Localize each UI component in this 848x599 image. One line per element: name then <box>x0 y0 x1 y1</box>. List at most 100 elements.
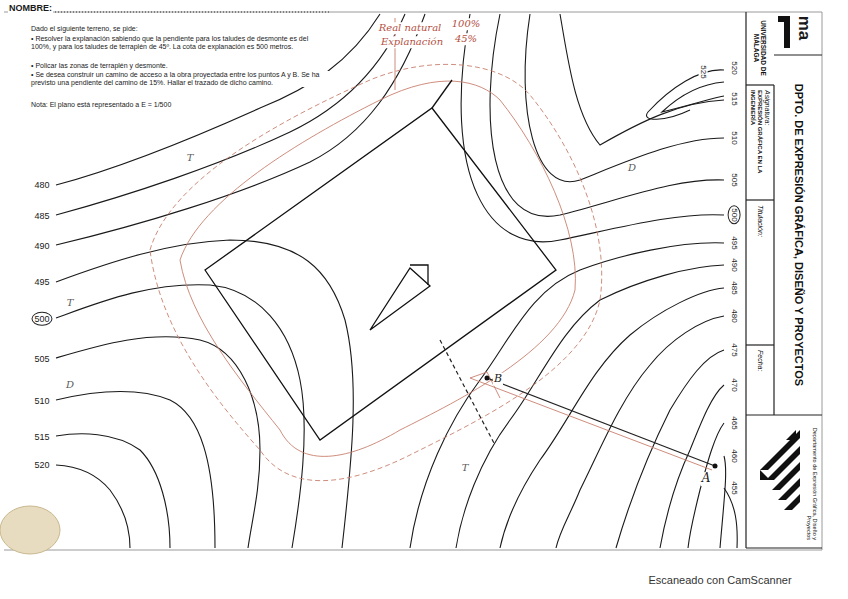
handwritten-note: 100% <box>451 18 482 30</box>
instruction-text: • Policar las zonas de terraplén y desmo… <box>30 62 169 70</box>
contour-lines-part <box>461 14 724 242</box>
cell-text: Asignatura: <box>763 90 771 194</box>
access-road-part <box>487 378 715 466</box>
contour-elevation: 515 <box>34 432 49 442</box>
department-logo-part <box>784 494 800 510</box>
point-label: A <box>701 472 712 486</box>
name-field: NOMBRE: <box>8 3 53 13</box>
cell-text: UNIVERSIDAD DE MÁLAGA <box>753 16 768 80</box>
contour-elevation: 520 <box>729 61 738 74</box>
tape-blob <box>0 506 60 554</box>
contour-lines-part <box>720 456 726 548</box>
fill-zone-mark: T <box>461 462 470 474</box>
name-dots <box>52 12 330 13</box>
title-block-lines-part <box>774 54 822 55</box>
subject-cell: Asignatura:EXPRESIÓN GRÁFICA EN LA INGEN… <box>747 87 773 197</box>
contour-lines-part <box>56 434 170 548</box>
contour-elevation: 515 <box>729 92 738 105</box>
university-cell: UNIVERSIDAD DE MÁLAGA <box>747 13 773 83</box>
contour-lines-part <box>660 385 724 548</box>
contour-lines-part <box>724 488 737 548</box>
cell-text: DPTO. DE EXPRESIÓN GRÁFICA, DISEÑO Y PRO… <box>792 66 805 405</box>
fill-zone-mark: T <box>66 297 75 309</box>
contour-elevation: 510 <box>729 131 738 144</box>
university-logo <box>778 16 790 48</box>
department-logo <box>760 430 800 510</box>
contour-elevation: 465 <box>729 416 738 429</box>
note-text: Nota: El plano está representado a E = 1… <box>30 101 172 109</box>
contour-elevation: 455 <box>729 481 738 494</box>
contour-elevation: 495 <box>729 236 738 249</box>
sheet-edge <box>4 12 822 550</box>
contour-lines-part <box>56 240 353 548</box>
department-logo-cell: Departamento de Expresión Gráfica, Diseñ… <box>748 417 820 543</box>
contour-lines-part <box>556 316 724 548</box>
contour-lines-part <box>646 70 724 119</box>
construction-lines <box>150 18 712 481</box>
contour-lines-part <box>56 285 304 548</box>
cut-zone-mark: D <box>627 162 637 174</box>
contour-elevation: 475 <box>729 343 738 356</box>
road-points-part <box>713 464 718 469</box>
title-block-lines-part <box>746 414 822 415</box>
department-logo-part <box>786 430 796 440</box>
contour-elevation: 490 <box>34 241 49 251</box>
contour-elevation: 505 <box>729 173 738 186</box>
degree-cell: Titulación: <box>747 202 773 342</box>
contour-elevation: 500 <box>727 205 740 224</box>
sheet-edge-part <box>4 12 822 550</box>
contour-lines-part <box>500 288 724 548</box>
tape-blob-part <box>0 506 60 554</box>
contour-elevation: 485 <box>729 281 738 294</box>
title-block-lines <box>746 12 822 548</box>
construction-lines-part <box>180 81 575 456</box>
contour-lines-part <box>662 82 724 112</box>
department-logo-part <box>760 430 800 470</box>
instruction-text: • Resolver la explanación sabiendo que l… <box>30 35 322 51</box>
point-label: B <box>493 373 503 386</box>
platform-outline-part <box>370 268 430 330</box>
name-dots-part <box>52 12 330 13</box>
contour-lines-part <box>410 243 724 548</box>
road-points <box>485 376 718 469</box>
contour-lines-part <box>456 265 724 548</box>
department-title-cell: DPTO. DE EXPRESIÓN GRÁFICA, DISEÑO Y PRO… <box>776 63 820 408</box>
contour-lines-part <box>525 14 724 182</box>
cell-text: Titulación: <box>756 205 764 339</box>
title-block-lines-part <box>746 344 774 345</box>
title-block-lines-part <box>746 547 822 548</box>
contour-lines-part <box>56 392 215 548</box>
title-block-lines-part <box>746 199 774 200</box>
fill-zone-mark: T <box>186 152 195 164</box>
contour-elevation: 525 <box>698 64 707 79</box>
contour-elevation: 485 <box>34 211 49 221</box>
university-logo-text: ma <box>794 16 814 41</box>
department-logo-part <box>778 478 800 500</box>
platform-outline-part <box>205 108 556 440</box>
contour-lines-part <box>490 14 724 216</box>
title-block-lines-part <box>745 12 746 548</box>
handwritten-note: Real natural <box>378 22 443 34</box>
access-road-part <box>440 340 495 445</box>
handwritten-note: Explanación <box>380 36 444 48</box>
contour-elevation: 470 <box>729 378 738 391</box>
road-points-part <box>485 376 490 381</box>
title-block-lines-part <box>773 85 774 415</box>
construction-lines-part <box>150 64 602 480</box>
contour-lines-part <box>560 14 724 145</box>
handwritten-note: 45% <box>454 33 478 45</box>
cell-subtext: EXPRESIÓN GRÁFICA EN LA INGENIERÍA <box>749 90 763 194</box>
date-cell: Fecha: <box>747 347 773 413</box>
university-logo-part <box>778 16 790 48</box>
platform-outline-part <box>432 80 452 108</box>
contour-elevation: 495 <box>34 277 49 287</box>
platform-outline <box>205 80 556 440</box>
contour-elevation: 460 <box>729 449 738 462</box>
contour-elevation: 505 <box>34 354 49 364</box>
cell-text: Fecha: <box>756 350 764 410</box>
contour-elevation: 520 <box>34 460 49 470</box>
cell-text: Departamento de Expresión Gráfica, Diseñ… <box>805 420 818 540</box>
title-block-lines-part <box>746 84 774 85</box>
